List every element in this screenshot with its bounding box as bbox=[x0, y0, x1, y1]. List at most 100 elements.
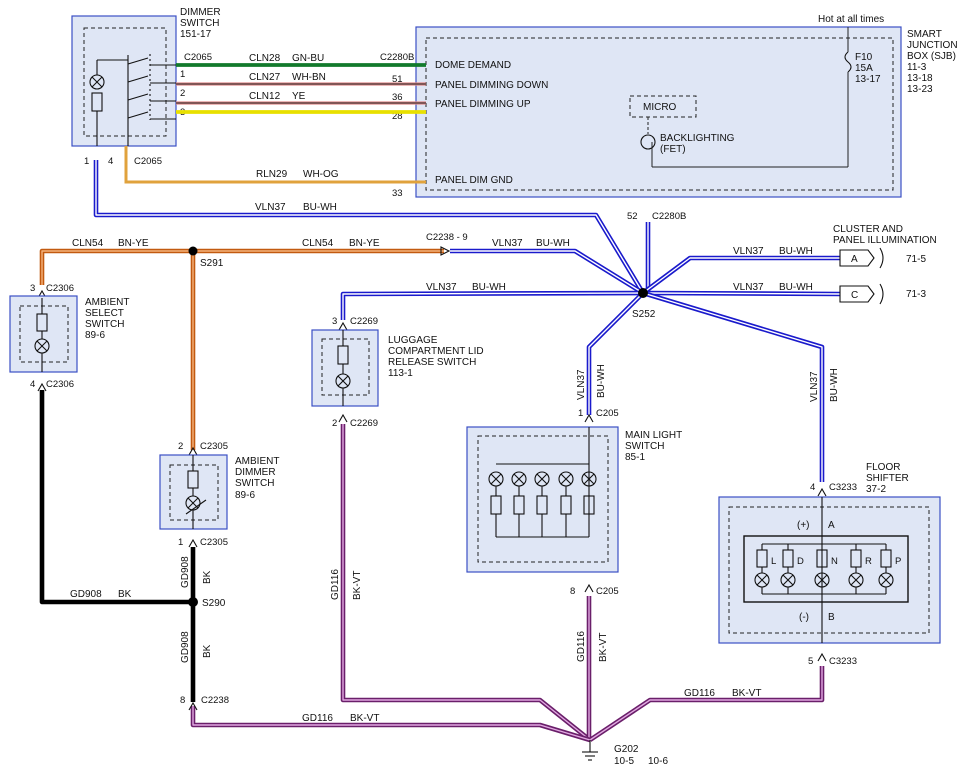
dimmer-pin-bottom-4: 4 bbox=[108, 156, 113, 167]
shifter-lamp-d bbox=[780, 544, 796, 594]
sjb-pin-33: 33 bbox=[392, 188, 403, 199]
amb-dimmer-connector-top: C2305 bbox=[200, 441, 228, 452]
wire-vln37-color-6: BU-WH bbox=[596, 364, 607, 398]
amb-dimmer-name-2: DIMMER bbox=[235, 467, 276, 478]
wire-vln37-color-7: BU-WH bbox=[829, 368, 840, 402]
wire-gd116-color-4: BK-VT bbox=[350, 713, 379, 724]
wire-vln37-label-5: VLN37 bbox=[426, 282, 457, 293]
luggage-name-3: RELEASE SWITCH bbox=[388, 357, 476, 368]
floor-shifter-minus: (-) bbox=[799, 612, 809, 623]
floor-shifter: FLOOR SHIFTER 37-2 4 C3233 (+) A bbox=[718, 462, 941, 667]
sjb-pin-52: 52 bbox=[627, 211, 638, 222]
ambient-select-switch: 3 C2306 AMBIENT SELECT SWITCH 89-6 4 C23… bbox=[9, 283, 129, 392]
sjb-name-3: BOX (SJB) bbox=[907, 51, 956, 62]
main-light-connector-bottom: C205 bbox=[596, 586, 619, 597]
wire-cln54-label-1: CLN54 bbox=[72, 238, 104, 249]
gd116-wires: GD116 BK-VT GD116 BK-VT GD116 BK-VT GD11… bbox=[180, 424, 825, 767]
splice-s290 bbox=[188, 597, 198, 607]
amb-dimmer-pin-1: 1 bbox=[178, 537, 183, 548]
amb-dimmer-pin-2: 2 bbox=[178, 441, 183, 452]
wire-gd116-label-4: GD116 bbox=[302, 713, 333, 724]
floor-shifter-b: B bbox=[828, 612, 835, 623]
wire-gd116-label-3: GD116 bbox=[684, 688, 715, 699]
main-light-lamp-3 bbox=[534, 471, 550, 537]
wire-gd116-color-3: BK-VT bbox=[732, 688, 761, 699]
wire-cln54-label-2: CLN54 bbox=[302, 238, 334, 249]
main-light-connector-top: C205 bbox=[596, 408, 619, 419]
floor-shifter-name-2: SHIFTER bbox=[866, 473, 909, 484]
wire-cln27-label: CLN27 bbox=[249, 72, 281, 83]
cln54-wires: S291 CLN54 BN-YE CLN54 BN-YE C2238 - 9 bbox=[39, 232, 468, 450]
main-light-lamp-2 bbox=[511, 471, 527, 537]
wire-gd116-label-1: GD116 bbox=[330, 569, 341, 600]
wire-gd908-color-3: BK bbox=[202, 644, 213, 658]
connector-c2238: C2238 bbox=[201, 695, 229, 706]
amb-select-connector-top: C2306 bbox=[46, 283, 74, 294]
pin-dome-demand: DOME DEMAND bbox=[435, 60, 511, 71]
amb-dimmer-name-4: 89-6 bbox=[235, 490, 255, 501]
wire-vln37-label-6: VLN37 bbox=[576, 369, 587, 400]
amb-select-name-1: AMBIENT bbox=[85, 297, 129, 308]
dimmer-pin-2: 2 bbox=[180, 88, 185, 99]
sjb-pin-28: 28 bbox=[392, 111, 403, 122]
cluster-name-1: CLUSTER AND bbox=[833, 224, 903, 235]
wire-cln54-color-2: BN-YE bbox=[349, 238, 380, 249]
amb-select-pin-3: 3 bbox=[30, 283, 35, 294]
fuse-name: F10 bbox=[855, 52, 873, 63]
wire-gd908-color-1: BK bbox=[118, 589, 132, 600]
wire-gd908-label-1: GD908 bbox=[70, 589, 102, 600]
sjb-ref-2: 13-18 bbox=[907, 73, 933, 84]
amb-select-connector-bottom: C2306 bbox=[46, 379, 74, 390]
amb-dimmer-name-3: SWITCH bbox=[235, 478, 274, 489]
main-light-lamp-1 bbox=[488, 471, 504, 537]
shifter-lamp-l bbox=[754, 544, 770, 594]
backlighting-fet-label: (FET) bbox=[660, 144, 686, 155]
smart-junction-box: SMART JUNCTION BOX (SJB) 11-3 13-18 13-2… bbox=[380, 14, 958, 222]
splice-s291 bbox=[188, 246, 198, 256]
wire-vln37-color-3: BU-WH bbox=[779, 246, 813, 257]
luggage-name-1: LUGGAGE bbox=[388, 335, 438, 346]
cluster-name-2: PANEL ILLUMINATION bbox=[833, 235, 937, 246]
wire-gd116-label-2: GD116 bbox=[576, 631, 587, 662]
gear-label-p: P bbox=[895, 556, 901, 567]
wire-vln37-color-2: BU-WH bbox=[536, 238, 570, 249]
floor-shifter-connector-top: C3233 bbox=[829, 482, 857, 493]
vln37-network: VLN37 BU-WH VLN37 BU-WH VLN37 BU-WH VLN3… bbox=[93, 160, 841, 482]
shifter-lamp-r bbox=[848, 544, 864, 594]
amb-select-name-4: 89-6 bbox=[85, 330, 105, 341]
cluster-connector-a bbox=[839, 249, 875, 267]
sjb-name-2: JUNCTION bbox=[907, 40, 958, 51]
main-light-pin-8: 8 bbox=[570, 586, 575, 597]
splice-s252-label: S252 bbox=[632, 309, 656, 320]
luggage-pin-2: 2 bbox=[332, 418, 337, 429]
amb-dimmer-connector-bottom: C2305 bbox=[200, 537, 228, 548]
amb-select-name-3: SWITCH bbox=[85, 319, 124, 330]
main-light-lamp-5 bbox=[581, 471, 597, 515]
wire-cln27-color: WH-BN bbox=[292, 72, 326, 83]
wire-vln37-color-4: BU-WH bbox=[779, 282, 813, 293]
wire-cln12-color: YE bbox=[292, 91, 306, 102]
wire-vln37-color-1: BU-WH bbox=[303, 202, 337, 213]
fuse-f10-icon bbox=[844, 51, 852, 73]
wire-vln37-label-7: VLN37 bbox=[809, 371, 820, 402]
dimmer-connector-bottom: C2065 bbox=[134, 156, 162, 167]
dimmer-pin-bottom-1: 1 bbox=[84, 156, 89, 167]
luggage-connector-bottom: C2269 bbox=[350, 418, 378, 429]
cluster-panel-illumination: CLUSTER AND PANEL ILLUMINATION A 71-5 C … bbox=[833, 224, 937, 305]
wire-vln37-color-5: BU-WH bbox=[472, 282, 506, 293]
wire-cln54-color-1: BN-YE bbox=[118, 238, 149, 249]
gear-label-r: R bbox=[865, 556, 872, 567]
sjb-connector-top: C2280B bbox=[380, 52, 414, 63]
sjb-pin-36: 36 bbox=[392, 92, 403, 103]
main-light-lamp-4 bbox=[558, 471, 574, 537]
pin-panel-dim-gnd: PANEL DIM GND bbox=[435, 175, 513, 186]
gear-label-n: N bbox=[831, 556, 838, 567]
wire-vln37-label-2: VLN37 bbox=[492, 238, 523, 249]
gear-label-d: D bbox=[797, 556, 804, 567]
ground-icon bbox=[582, 740, 598, 761]
floor-shifter-pin-4: 4 bbox=[810, 482, 815, 493]
main-light-name-1: MAIN LIGHT bbox=[625, 430, 682, 441]
ground-ref-1: 10-5 bbox=[614, 756, 634, 767]
fuse-ref: 13-17 bbox=[855, 74, 881, 85]
